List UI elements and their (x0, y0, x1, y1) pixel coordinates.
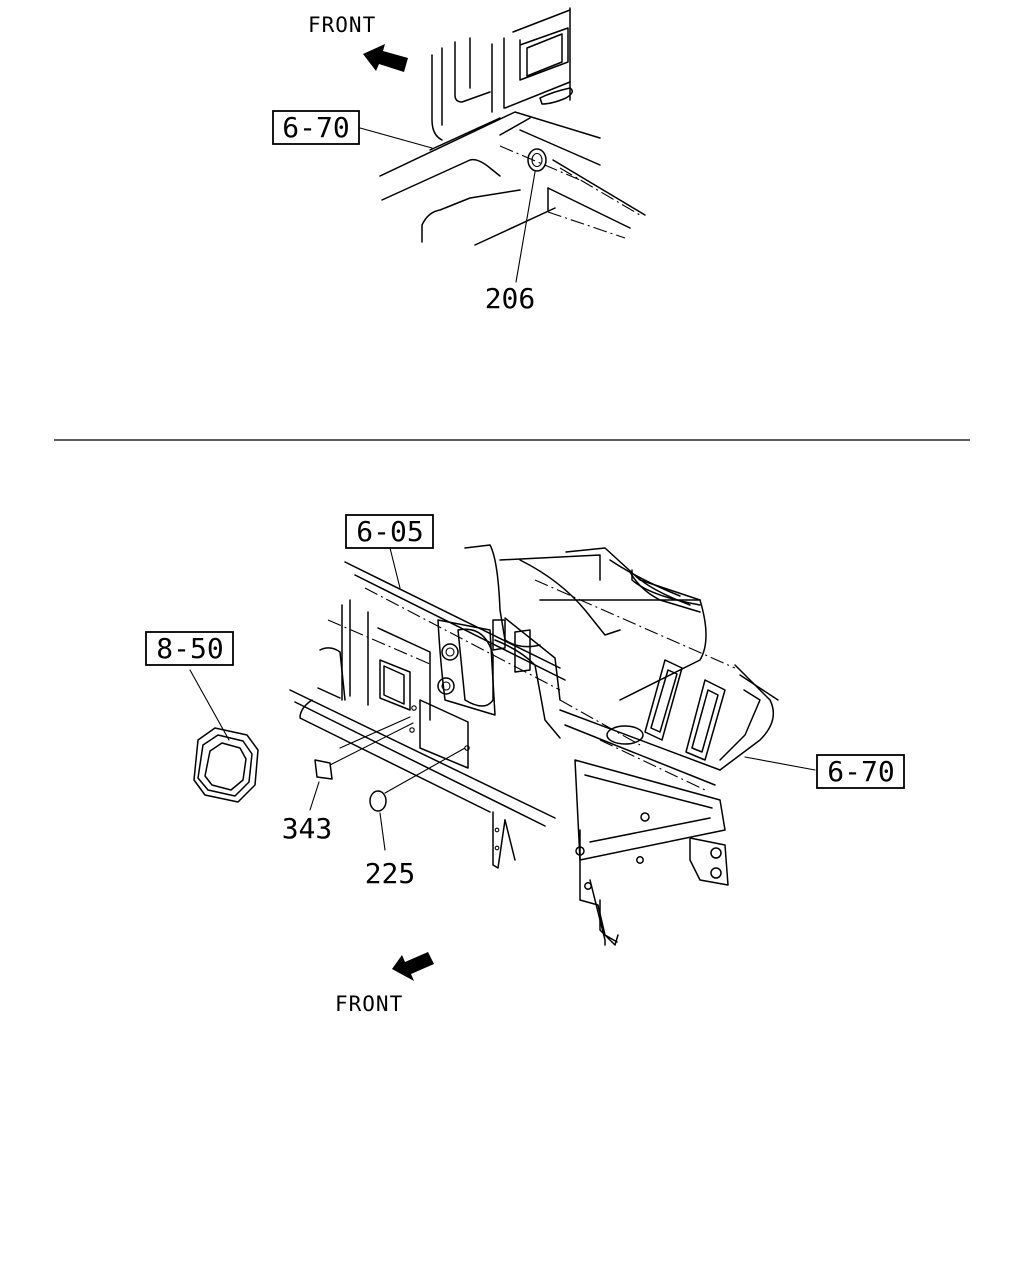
top-ref-leader (359, 127, 433, 149)
top-front-label: FRONT (308, 13, 376, 37)
ref-box-6-05-label: 6-05 (356, 515, 423, 548)
part-225-leader (384, 747, 466, 794)
ref-box-6-70-label: 6-70 (827, 755, 894, 788)
ref-box-6-70[interactable]: 6-70 (816, 754, 905, 789)
ref-6-05-leader (389, 547, 401, 589)
part-225-number-leader (379, 812, 386, 851)
part-number-343[interactable]: 343 (282, 812, 333, 845)
ref-box-8-50[interactable]: 8-50 (145, 631, 234, 666)
part-8-50-grommet[interactable] (193, 727, 259, 803)
bottom-body-structure (289, 544, 779, 946)
ref-box-8-50-label: 8-50 (156, 632, 223, 665)
part-343-leader-b (339, 716, 411, 749)
bottom-diagram: 6-05 8-50 6-70 343 225 FRONT (145, 514, 905, 1016)
top-ref-box-label: 6-70 (282, 111, 349, 144)
ref-box-6-05[interactable]: 6-05 (345, 514, 434, 549)
ref-8-50-leader (189, 669, 230, 741)
ref-6-70-leader (744, 756, 816, 771)
bottom-front-label: FRONT (335, 992, 403, 1016)
top-part-number-206[interactable]: 206 (485, 282, 536, 315)
top-ref-box-6-70[interactable]: 6-70 (272, 110, 360, 145)
bottom-front-arrow-icon (392, 952, 434, 981)
part-343-number-leader (309, 781, 320, 811)
top-front-arrow-icon (363, 44, 408, 72)
part-225-plug[interactable] (369, 790, 387, 812)
top-body-structure (379, 7, 646, 246)
part-number-225[interactable]: 225 (365, 857, 416, 890)
part-343-seal[interactable] (314, 759, 333, 780)
top-part-206-leader (515, 171, 536, 283)
part-343-leader-a (329, 722, 414, 766)
top-diagram: FRONT (272, 7, 646, 315)
